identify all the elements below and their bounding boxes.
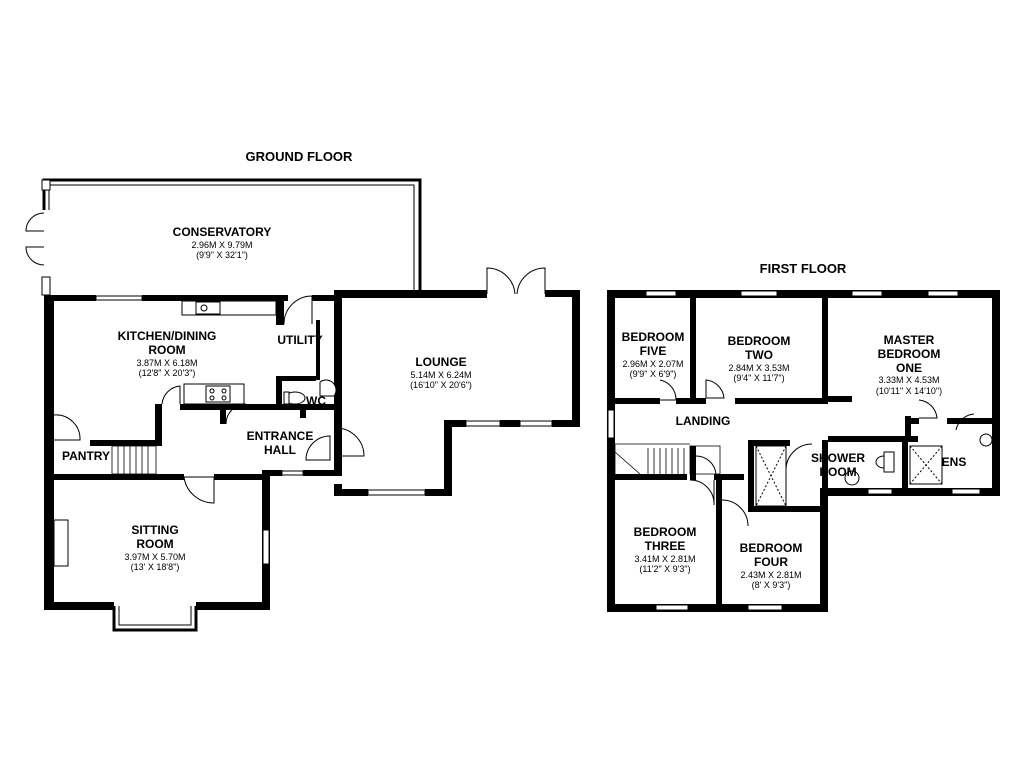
room-name-line1: MASTER: [883, 333, 935, 347]
room-name-line3: ONE: [895, 360, 923, 375]
room-name: UTILITY: [277, 333, 323, 347]
room-name-line2: TWO: [744, 347, 773, 362]
room-name-line1: SHOWER: [811, 451, 865, 465]
room-bedroom-four: BEDROOM FOUR 2.43M X 2.81M (8' X 9'3"): [739, 541, 803, 590]
conservatory-french-doors: [25, 212, 45, 266]
room-name-line2: FOUR: [753, 554, 788, 569]
room-size-imperial: (9'9" X 6'9"): [629, 368, 677, 379]
room-name-line1: BEDROOM: [727, 334, 791, 348]
room-size-metric: 5.14M X 6.24M: [410, 369, 472, 380]
bathroom-fittings: [755, 433, 993, 507]
room-kitchen-dining: KITCHEN/DINING ROOM 3.87M X 6.18M (12'8"…: [117, 329, 217, 378]
first-stairs: [614, 443, 721, 475]
room-ensuite: ENS: [941, 455, 967, 470]
room-master-bedroom-one: MASTER BEDROOM ONE 3.33M X 4.53M (10'11"…: [875, 333, 943, 396]
room-name-line1: BEDROOM: [739, 541, 803, 555]
room-size-metric: 3.41M X 2.81M: [634, 553, 696, 564]
room-size-imperial: (12'8" X 20'3"): [138, 367, 196, 378]
room-wc: WC: [306, 394, 326, 409]
room-lounge: LOUNGE 5.14M X 6.24M (16'10" X 20'6"): [410, 355, 472, 391]
ground-stairs: [111, 445, 157, 475]
room-name: LANDING: [675, 414, 731, 428]
room-name-line1: BEDROOM: [621, 330, 685, 344]
room-name-line2: THREE: [644, 538, 686, 553]
room-name-line2: ROOM: [819, 464, 857, 479]
ground-floor-plan: [25, 178, 580, 632]
ground-floor-title: GROUND FLOOR: [245, 149, 353, 164]
room-name-line2: BEDROOM: [877, 346, 941, 361]
room-name-line1: ENTRANCE: [246, 429, 314, 443]
room-name-line1: KITCHEN/DINING: [117, 329, 217, 343]
room-name-line1: BEDROOM: [633, 525, 697, 539]
room-size-imperial: (16'10" X 20'6"): [410, 380, 472, 391]
room-name-line2: ROOM: [148, 342, 186, 357]
room-size-metric: 2.96M X 2.07M: [622, 358, 684, 369]
room-size-metric: 2.43M X 2.81M: [740, 569, 802, 580]
first-floor-title: FIRST FLOOR: [759, 261, 847, 276]
room-bedroom-five: BEDROOM FIVE 2.96M X 2.07M (9'9" X 6'9"): [621, 330, 685, 379]
room-size-imperial: (8' X 9'3"): [751, 579, 791, 590]
room-name: CONSERVATORY: [172, 225, 272, 239]
ground-inner-walls: [54, 320, 334, 480]
kitchen-fittings: [53, 300, 277, 567]
room-size-imperial: (9'4" X 11'7"): [733, 372, 785, 383]
room-size-metric: 3.97M X 5.70M: [124, 551, 186, 562]
room-conservatory: CONSERVATORY 2.96M X 9.79M (9'9" X 32'1"…: [172, 225, 272, 261]
first-windows: [607, 290, 981, 611]
first-floor-plan: [607, 290, 1000, 612]
room-name: LOUNGE: [415, 355, 467, 369]
room-bedroom-three: BEDROOM THREE 3.41M X 2.81M (11'2" X 9'3…: [633, 525, 697, 574]
room-landing: LANDING: [675, 414, 731, 429]
room-size-metric: 3.87M X 6.18M: [136, 357, 198, 368]
room-size-metric: 2.96M X 9.79M: [191, 239, 253, 250]
first-outer-walls: [607, 290, 1000, 612]
room-size-imperial: (11'2" X 9'3"): [639, 563, 691, 574]
room-size-metric: 3.33M X 4.53M: [878, 375, 940, 386]
room-shower-room: SHOWER ROOM: [811, 451, 865, 480]
room-name: ENS: [941, 455, 967, 469]
room-bedroom-two: BEDROOM TWO 2.84M X 3.53M (9'4" X 11'7"): [727, 334, 791, 383]
room-name-line2: ROOM: [136, 536, 174, 551]
room-size-imperial: (13' X 18'8"): [130, 561, 180, 572]
room-name-line1: SITTING: [131, 523, 179, 537]
room-name: PANTRY: [62, 449, 110, 463]
room-entrance-hall: ENTRANCE HALL: [246, 429, 314, 458]
ground-door-swings: [53, 295, 365, 504]
sitting-room-bay-window: [112, 606, 198, 632]
wc-fittings: [283, 379, 337, 405]
room-utility: UTILITY: [277, 333, 323, 348]
room-size-metric: 2.84M X 3.53M: [728, 362, 790, 373]
room-size-imperial: (9'9" X 32'1"): [196, 250, 248, 261]
first-door-swings: [659, 379, 975, 527]
room-sitting-room: SITTING ROOM 3.97M X 5.70M (13' X 18'8"): [124, 523, 186, 572]
room-pantry: PANTRY: [62, 449, 110, 464]
room-name-line2: HALL: [263, 442, 296, 457]
room-size-imperial: (10'11" X 14'10"): [875, 385, 943, 396]
room-name-line2: FIVE: [639, 343, 667, 358]
ground-windows: [95, 295, 553, 565]
first-inner-walls: [615, 290, 995, 604]
room-name: WC: [306, 394, 326, 408]
lounge-french-doors: [486, 267, 546, 295]
